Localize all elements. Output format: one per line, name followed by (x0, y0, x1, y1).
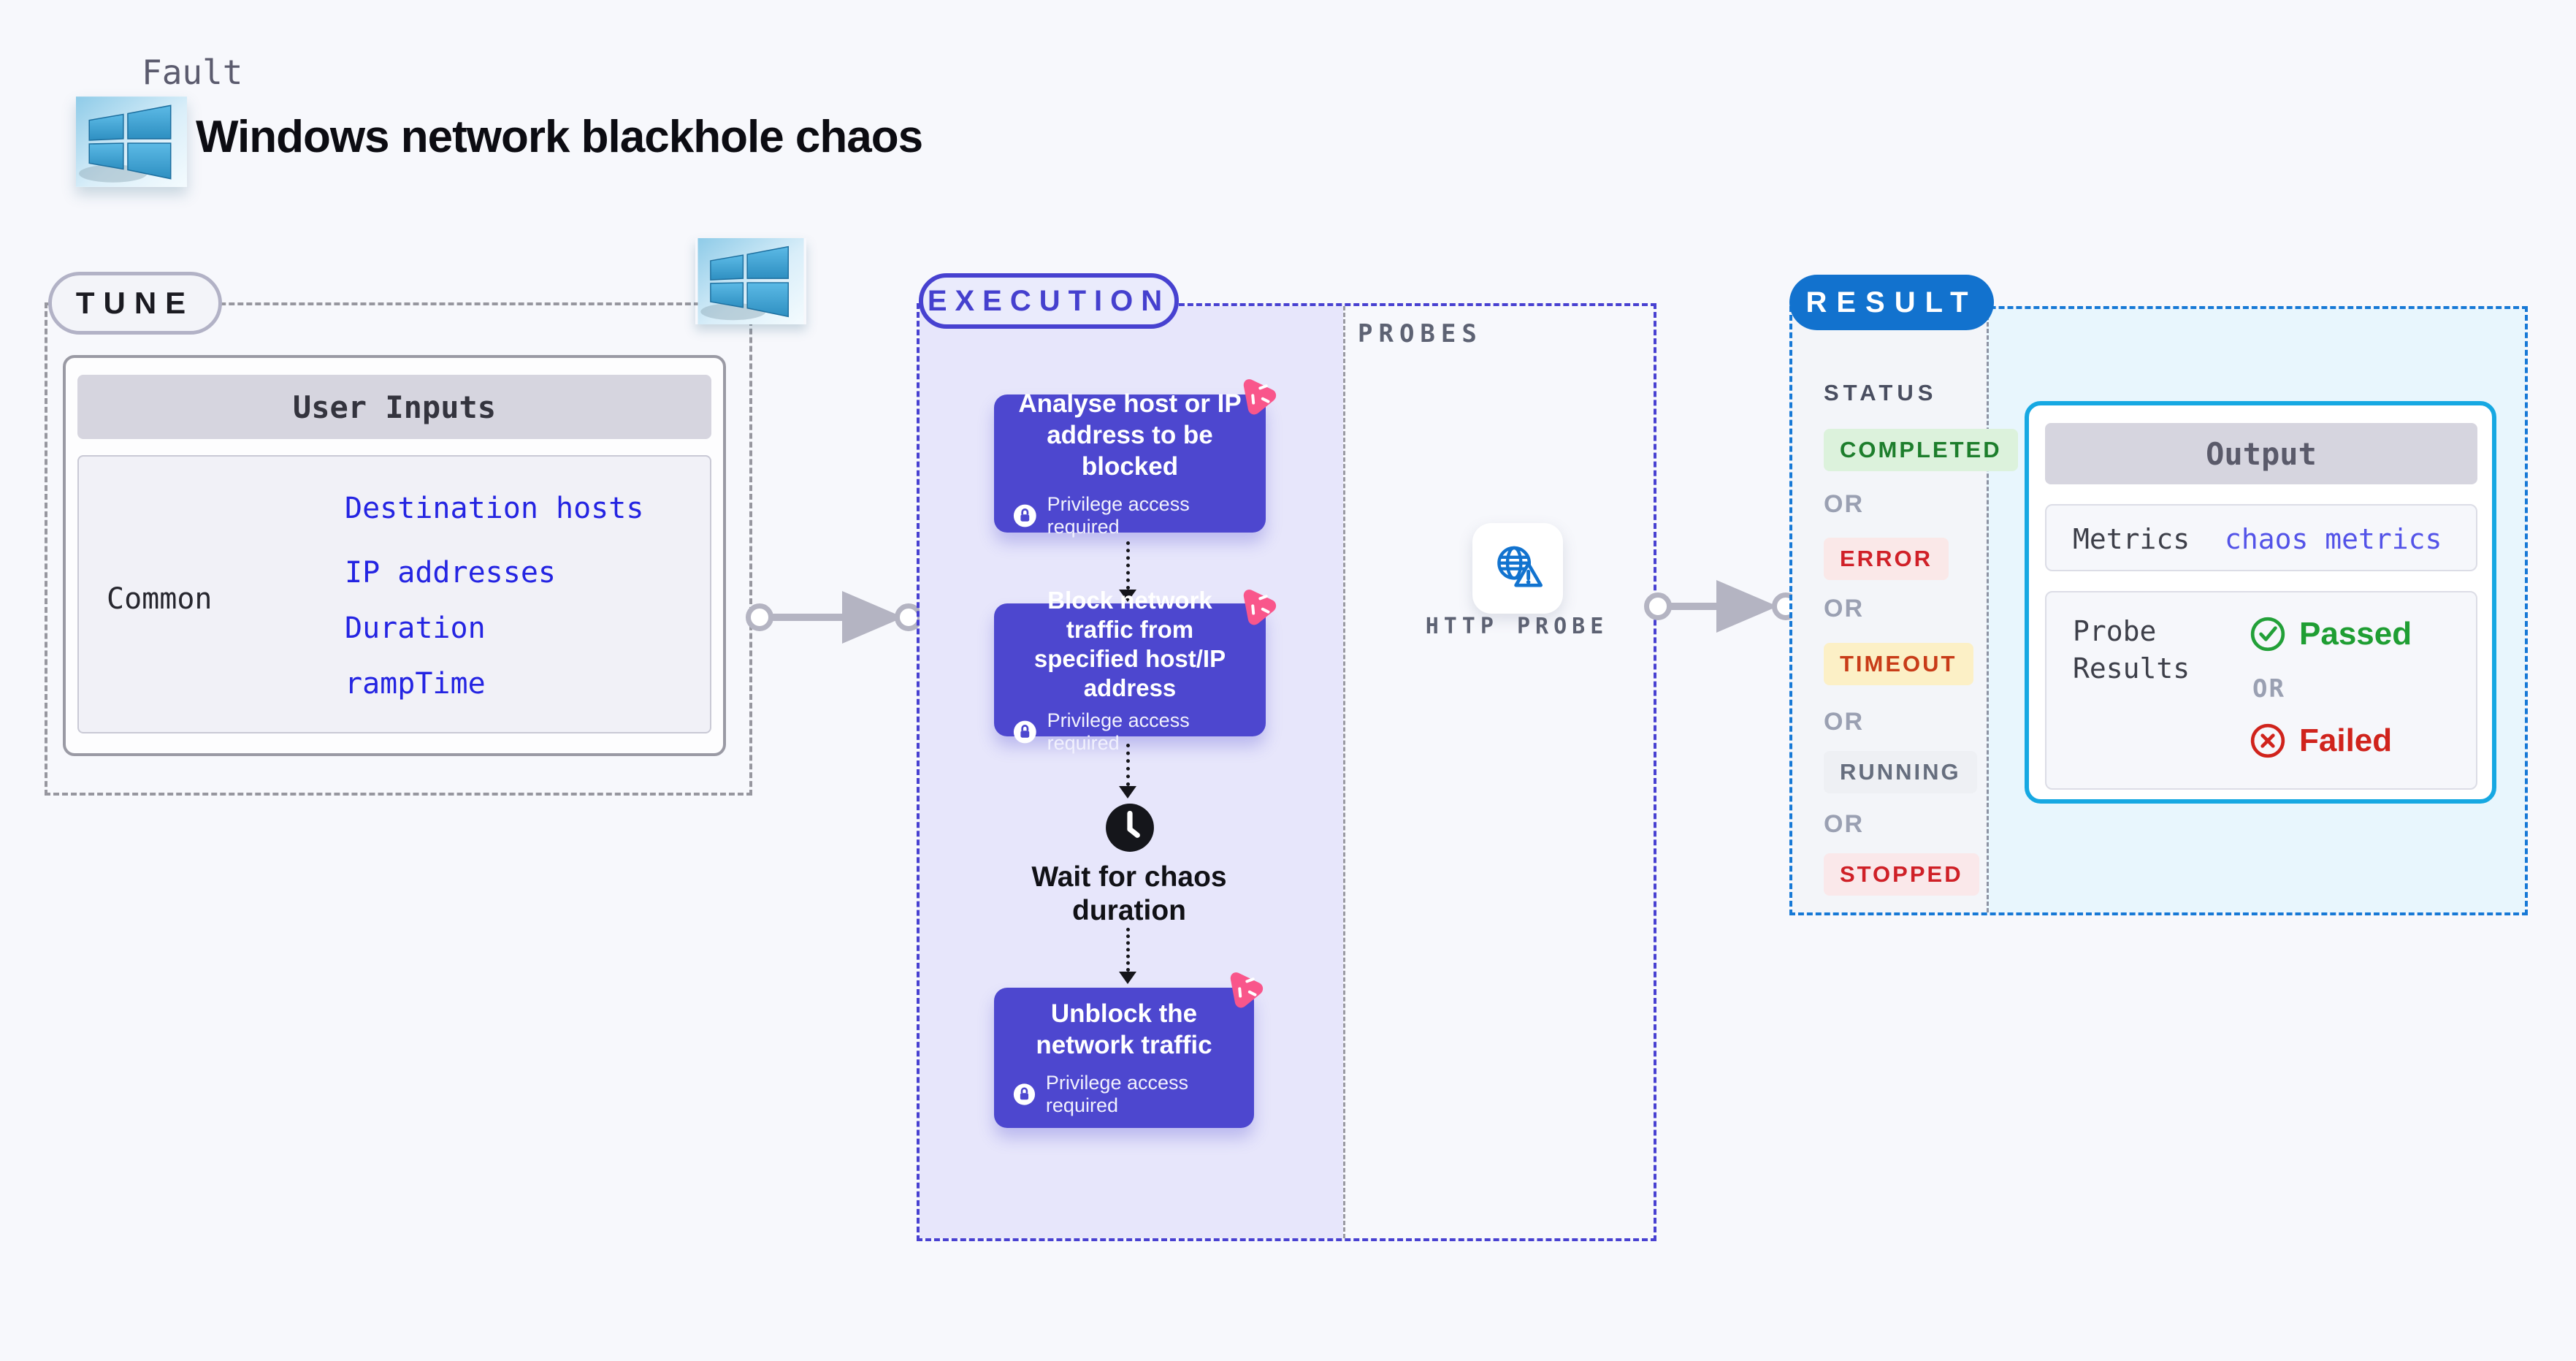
arrow-down-icon (1119, 590, 1136, 602)
lock-icon (1013, 720, 1036, 743)
input-link-ramptime[interactable]: rampTime (345, 667, 486, 701)
metrics-label: Metrics (2073, 523, 2190, 555)
lock-icon (1013, 1083, 1036, 1105)
status-badge-running: RUNNING (1824, 751, 1977, 793)
probe-results-label: Probe Results (2073, 615, 2190, 685)
output-card-header: Output (2045, 423, 2477, 484)
check-circle-icon (2250, 617, 2285, 652)
privilege-note-text: Privilege access required (1047, 492, 1190, 538)
litmus-chaos-badge-icon (1243, 590, 1277, 625)
http-probe-label: HTTP PROBE (1425, 614, 1609, 639)
result-divider-line (1987, 309, 1989, 912)
metrics-link[interactable]: chaos metrics (2225, 523, 2442, 555)
probes-section-label: PROBES (1358, 319, 1483, 348)
metrics-row: Metrics chaos metrics (2045, 504, 2477, 571)
privilege-note-text: Privilege access required (1047, 709, 1190, 754)
litmus-chaos-badge-icon (1243, 379, 1277, 415)
clock-icon (1106, 804, 1154, 852)
status-badge-timeout: TIMEOUT (1824, 643, 1973, 685)
probe-verdict-failed: Failed (2250, 723, 2392, 759)
user-inputs-table: Common Destination hosts IP addresses Du… (77, 455, 711, 733)
result-section-box: STATUS COMPLETED OR ERROR OR TIMEOUT OR … (1789, 306, 2528, 915)
arrow-down-icon (1119, 786, 1136, 798)
page-title: Windows network blackhole chaos (196, 112, 923, 162)
status-column-label: STATUS (1824, 380, 1938, 405)
flow-dotted-line (1126, 541, 1130, 590)
status-panel (1792, 309, 1987, 912)
step-card-block: Block network traffic from specified hos… (994, 587, 1277, 754)
step-card-unblock: Unblock the network traffic Privilege ac… (994, 972, 1264, 1128)
status-badge-completed: COMPLETED (1824, 429, 2018, 471)
connector-line (760, 614, 851, 621)
privilege-note: Privilege access required (1013, 1072, 1235, 1117)
arrow-right-icon (1716, 580, 1778, 633)
status-badge-error: ERROR (1824, 538, 1949, 580)
arrow-right-icon (842, 591, 903, 644)
privilege-note: Privilege access required (1013, 493, 1247, 538)
or-separator: OR (2252, 674, 2285, 704)
wait-step-label: Wait for chaos duration (1031, 861, 1227, 927)
tune-section-pill: TUNE (48, 272, 222, 335)
http-probe-card (1472, 523, 1563, 614)
input-link-ip-addresses[interactable]: IP addresses (345, 556, 556, 590)
or-separator: OR (1824, 595, 1864, 622)
x-circle-icon (2250, 723, 2285, 758)
connector-dot (746, 603, 773, 631)
connector-dot (1644, 592, 1672, 620)
failed-label: Failed (2299, 723, 2393, 758)
passed-label: Passed (2299, 616, 2412, 652)
execution-section-pill: EXECUTION (919, 273, 1179, 329)
execution-section-box: PROBES Analyse host or IP address to be … (917, 303, 1656, 1241)
flow-dotted-line (1126, 928, 1130, 972)
windows-logo-icon (76, 96, 187, 187)
fault-eyebrow: Fault (142, 53, 243, 92)
output-card: Output Metrics chaos metrics Probe Resul… (2025, 401, 2496, 804)
step-card-analyse: Analyse host or IP address to be blocked… (994, 379, 1277, 538)
globe-warning-icon (1497, 546, 1543, 587)
privilege-note-text: Privilege access required (1045, 1071, 1188, 1116)
privilege-note: Privilege access required (1013, 709, 1247, 755)
or-separator: OR (1824, 490, 1864, 518)
step-title: Analyse host or IP address to be blocked (1018, 389, 1242, 481)
tune-section-box (45, 302, 752, 796)
result-section-pill: RESULT (1789, 275, 1994, 330)
status-badge-stopped: STOPPED (1824, 853, 1979, 896)
lock-icon (1013, 504, 1036, 527)
step-title: Block network traffic from specified hos… (1033, 586, 1226, 702)
step-title: Unblock the network traffic (1036, 999, 1212, 1059)
or-separator: OR (1824, 810, 1864, 838)
or-separator: OR (1824, 708, 1864, 736)
litmus-chaos-badge-icon (1230, 972, 1264, 1008)
input-link-destination-hosts[interactable]: Destination hosts (345, 492, 644, 525)
input-link-duration[interactable]: Duration (345, 611, 486, 645)
input-row-label: Common (107, 582, 213, 616)
probes-divider-line (1343, 306, 1345, 1238)
windows-logo-icon (697, 238, 804, 324)
flow-dotted-line (1126, 744, 1130, 786)
arrow-down-icon (1119, 972, 1136, 984)
connector-line (1659, 603, 1725, 610)
probe-results-row: Probe Results Passed OR Failed (2045, 591, 2477, 790)
probe-verdict-passed: Passed (2250, 616, 2412, 652)
user-inputs-header: User Inputs (77, 375, 711, 439)
